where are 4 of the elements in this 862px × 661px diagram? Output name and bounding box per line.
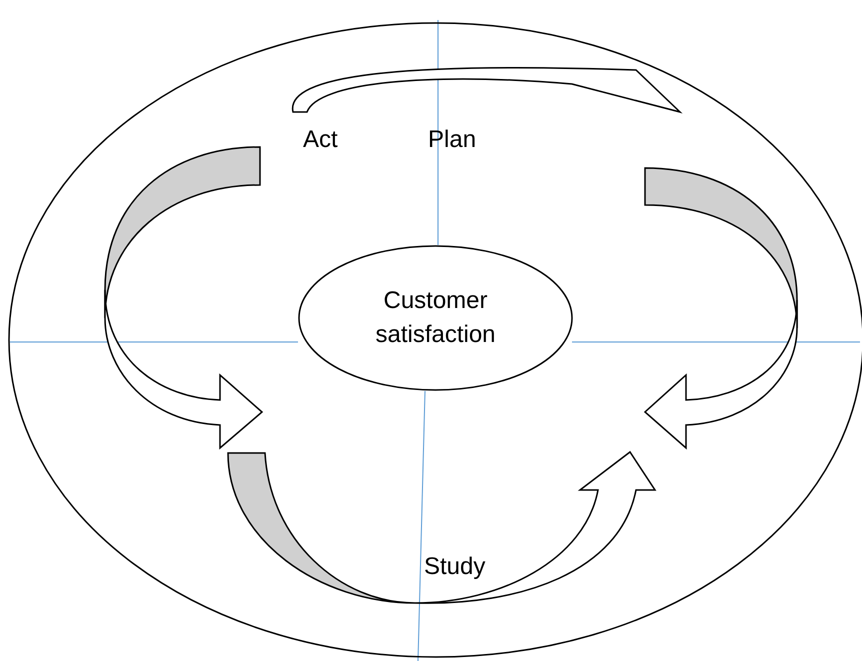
ellipse-node bbox=[298, 245, 573, 391]
stage-label: Act bbox=[303, 126, 338, 154]
stage-label: Study bbox=[424, 553, 486, 581]
node-text: Customer satisfaction bbox=[374, 286, 497, 350]
